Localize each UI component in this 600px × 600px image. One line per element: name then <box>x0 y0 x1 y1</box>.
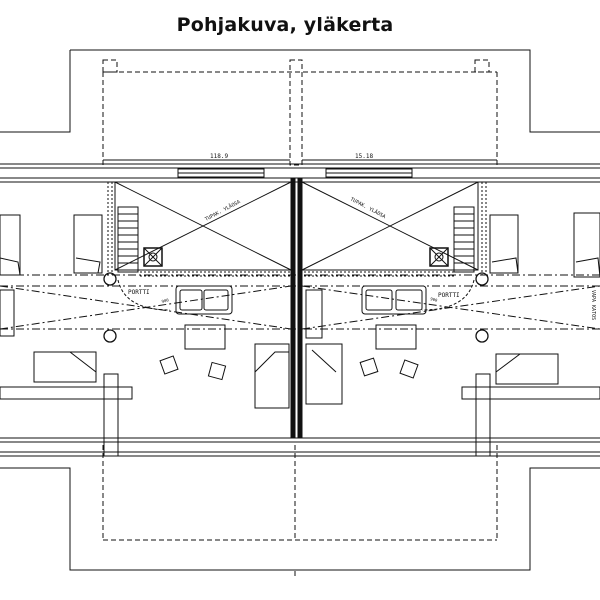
chimney-left <box>143 247 163 267</box>
upper-dashed-outline <box>102 59 498 541</box>
chairs <box>159 355 419 381</box>
gate-label-right: PORTTI <box>438 292 460 299</box>
dimension-label-left: 118.9 <box>210 153 228 160</box>
stair-left <box>117 206 139 273</box>
dimension-label-right: 15.18 <box>355 153 373 160</box>
stair-right <box>453 206 475 273</box>
sofa-left <box>175 285 233 350</box>
round-columns <box>103 272 489 343</box>
gate-dim-left: 900 <box>161 297 170 304</box>
sofa-right <box>361 285 427 350</box>
plan-title: Pohjakuva, yläkerta <box>176 14 394 36</box>
bed-center-right <box>305 289 343 405</box>
skylight-windows <box>177 168 413 178</box>
ridge-lines <box>0 274 600 330</box>
gate-dim-right: 900 <box>430 296 439 303</box>
gate-label-left: PORTTI <box>128 289 150 296</box>
roof-outline <box>0 49 600 571</box>
beams <box>107 182 487 277</box>
void-right <box>301 181 479 271</box>
bed-center-left <box>254 343 290 409</box>
bed-right-lower <box>495 353 559 385</box>
edge-furniture-right <box>489 212 600 278</box>
room-label-left: TUPAK. YLÄOSA <box>204 198 242 223</box>
void-left <box>114 181 292 271</box>
edge-furniture-left <box>0 214 103 337</box>
chimney-right <box>429 247 449 267</box>
gates <box>117 279 475 311</box>
party-wall <box>290 177 303 439</box>
lower-walls <box>0 373 600 457</box>
side-note: VAPA KATOS <box>590 290 596 320</box>
bed-left-lower <box>33 351 97 383</box>
